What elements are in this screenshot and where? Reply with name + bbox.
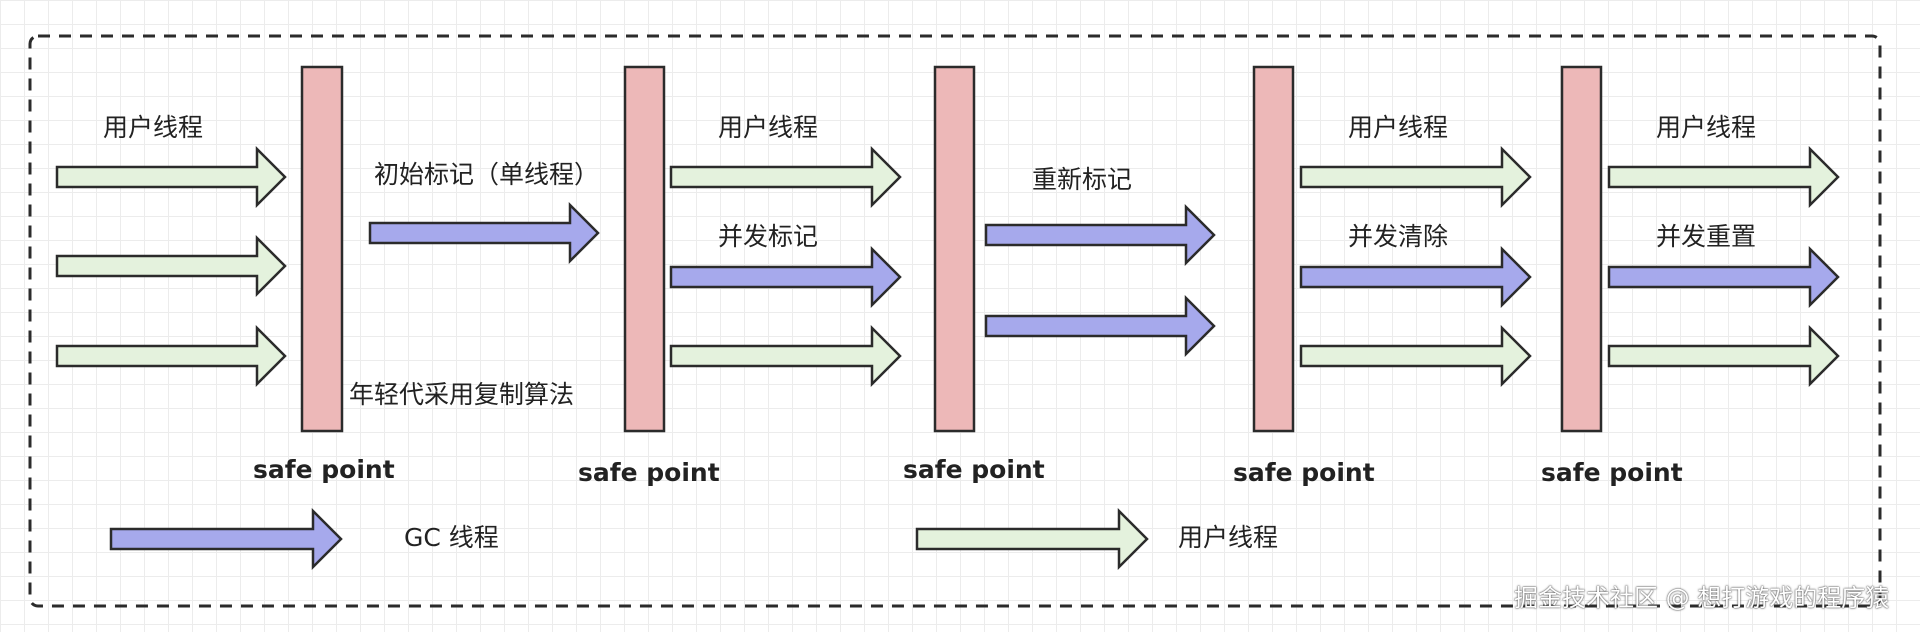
safe-point-bar-2	[623, 65, 666, 433]
stage5-user-label: 用户线程	[1348, 113, 1449, 142]
user-thread-arrow	[1607, 324, 1840, 388]
user-thread-arrow	[55, 145, 287, 209]
user-thread-arrow	[1299, 324, 1532, 388]
gc-thread-arrow	[368, 201, 600, 265]
young-gen-copy-note: 年轻代采用复制算法	[349, 380, 575, 409]
safe-point-label-4: safe point	[1233, 458, 1375, 487]
gc-thread-arrow	[1299, 245, 1532, 309]
safe-point-bar-5	[1560, 65, 1603, 433]
gc-thread-arrow	[984, 294, 1216, 358]
user-thread-arrow	[669, 145, 902, 209]
stage1-user-label: 用户线程	[103, 113, 204, 142]
safe-point-label-2: safe point	[578, 458, 720, 487]
concurrent-reset-label: 并发重置	[1656, 222, 1757, 251]
legend-gc-arrow	[109, 507, 343, 571]
user-thread-arrow	[55, 234, 287, 298]
legend-gc-label: GC 线程	[404, 523, 499, 552]
concurrent-mark-label: 并发标记	[718, 222, 819, 251]
user-thread-arrow	[669, 324, 902, 388]
safe-point-bar-1	[300, 65, 344, 433]
user-thread-arrow	[1299, 145, 1532, 209]
stage3-user-label: 用户线程	[718, 113, 819, 142]
safe-point-bar-3	[933, 65, 976, 433]
legend-user-arrow	[915, 507, 1149, 571]
gc-thread-arrow	[984, 203, 1216, 267]
safe-point-label-5: safe point	[1541, 458, 1683, 487]
process-frame	[28, 34, 1882, 608]
watermark: 掘金技术社区 @ 想打游戏的程序猿	[1514, 584, 1890, 612]
safe-point-label-3: safe point	[903, 455, 1045, 484]
safe-point-bar-4	[1252, 65, 1295, 433]
gc-thread-arrow	[669, 245, 902, 309]
safe-point-label-1: safe point	[253, 455, 395, 484]
remark-label: 重新标记	[1032, 165, 1133, 194]
initial-mark-label: 初始标记（单线程）	[374, 160, 600, 189]
legend-user-label: 用户线程	[1178, 523, 1279, 552]
concurrent-sweep-label: 并发清除	[1348, 222, 1449, 251]
stage6-user-label: 用户线程	[1656, 113, 1757, 142]
gc-thread-arrow	[1607, 245, 1840, 309]
user-thread-arrow	[1607, 145, 1840, 209]
user-thread-arrow	[55, 324, 287, 388]
